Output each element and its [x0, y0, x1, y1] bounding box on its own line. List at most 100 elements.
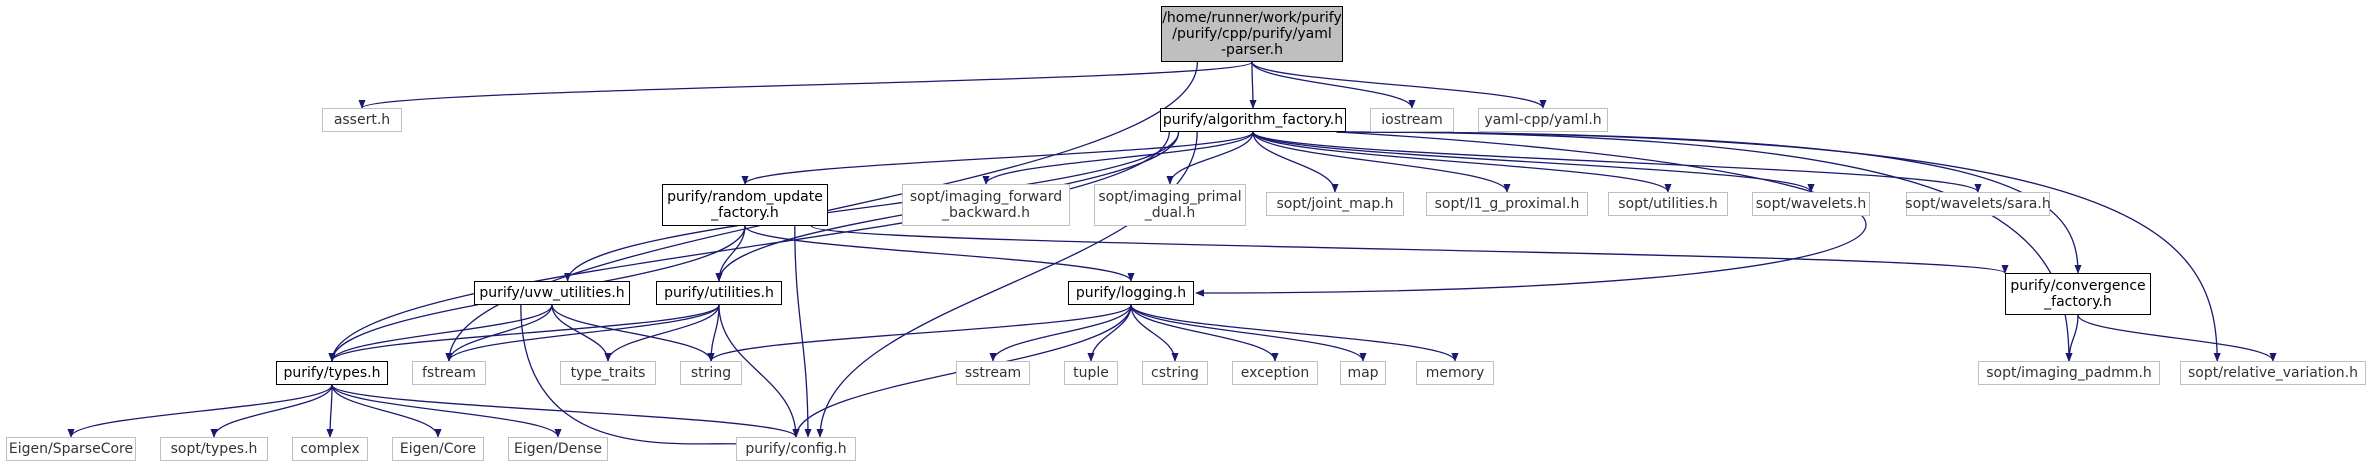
edge-algorithm-factory-to-logging	[1195, 131, 1867, 297]
edge-root-to-assert	[358, 61, 1253, 109]
node-random-update-factory[interactable]: purify/random_update _factory.h	[662, 184, 828, 226]
complex-label: complex	[300, 441, 360, 457]
eigen-dense-label: Eigen/Dense	[514, 441, 602, 457]
edge-root-to-iostream	[1251, 61, 1416, 109]
edge-algorithm-factory-to-sara	[1252, 131, 1982, 193]
edge-algorithm-factory-to-types	[328, 131, 1170, 362]
string-label: string	[690, 365, 732, 381]
edge-random-update-to-logging	[744, 225, 1135, 282]
node-joint-map: sopt/joint_map.h	[1266, 192, 1404, 216]
node-purify-logging[interactable]: purify/logging.h	[1068, 281, 1194, 305]
tuple-label: tuple	[1073, 365, 1109, 381]
edge-types-to-sopt-types	[210, 384, 333, 438]
imaging-pd-line-1: sopt/imaging_primal	[1098, 189, 1242, 205]
edge-types-to-complex	[326, 384, 334, 438]
l1-prox-label: sopt/l1_g_proximal.h	[1434, 196, 1580, 212]
node-sstream: sstream	[956, 361, 1030, 385]
wavelets-label: sopt/wavelets.h	[1755, 196, 1867, 212]
node-eigen-dense: Eigen/Dense	[508, 437, 608, 461]
convergence-line-1: purify/convergence	[2010, 278, 2146, 294]
node-iostream: iostream	[1370, 108, 1454, 132]
dependency-edges	[67, 61, 2277, 448]
edge-logging-to-map	[1130, 304, 1367, 362]
edge-types-to-config	[331, 384, 800, 438]
iostream-label: iostream	[1381, 112, 1443, 128]
edge-purify-utilities-to-fstream	[445, 304, 720, 362]
node-uvw-utilities[interactable]: purify/uvw_utilities.h	[474, 281, 630, 305]
node-sopt-wavelets: sopt/wavelets.h	[1752, 192, 1870, 216]
node-tuple: tuple	[1064, 361, 1118, 385]
edge-uvw-utilities-to-fstream	[445, 304, 553, 362]
edge-purify-utilities-to-type-traits	[604, 304, 720, 362]
node-purify-utilities[interactable]: purify/utilities.h	[656, 281, 782, 305]
imaging-fb-line-2: _backward.h	[941, 205, 1031, 221]
edge-algorithm-factory-to-wavelets	[1252, 131, 1815, 193]
node-sopt-wavelets-sara: sopt/wavelets/sara.h	[1905, 192, 2051, 216]
eigen-core-label: Eigen/Core	[399, 441, 477, 457]
logging-label: purify/logging.h	[1075, 285, 1187, 301]
node-sopt-utilities: sopt/utilities.h	[1608, 192, 1728, 216]
node-string: string	[680, 361, 742, 385]
node-convergence-factory[interactable]: purify/convergence _factory.h	[2005, 273, 2151, 315]
config-label: purify/config.h	[745, 441, 847, 457]
edge-types-to-eigen-dense	[331, 384, 562, 438]
node-purify-types[interactable]: purify/types.h	[276, 361, 388, 385]
edge-algorithm-factory-to-random-update	[741, 131, 1254, 185]
node-root-yaml-parser[interactable]: /home/runner/work/purify /purify/cpp/pur…	[1161, 6, 1343, 62]
node-imaging-padmm: sopt/imaging_padmm.h	[1978, 361, 2160, 385]
node-type-traits: type_traits	[560, 361, 656, 385]
node-yaml-cpp: yaml-cpp/yaml.h	[1478, 108, 1608, 132]
root-line-2: /purify/cpp/purify/yaml	[1172, 26, 1332, 42]
root-line-3: -parser.h	[1221, 42, 1283, 58]
node-sopt-types: sopt/types.h	[160, 437, 268, 461]
edge-logging-to-sstream	[989, 304, 1132, 362]
node-relative-variation: sopt/relative_variation.h	[2180, 361, 2366, 385]
node-assert-h: assert.h	[322, 108, 402, 132]
algorithm-factory-label: purify/algorithm_factory.h	[1162, 112, 1344, 128]
random-update-line-1: purify/random_update	[667, 189, 823, 205]
node-complex: complex	[292, 437, 368, 461]
edge-random-update-to-config	[794, 225, 812, 438]
joint-map-label: sopt/joint_map.h	[1276, 196, 1394, 212]
node-algorithm-factory[interactable]: purify/algorithm_factory.h	[1160, 108, 1346, 132]
node-exception: exception	[1232, 361, 1318, 385]
edge-algorithm-factory-to-uvw-utilities	[564, 131, 1180, 282]
root-line-1: /home/runner/work/purify	[1162, 10, 1342, 26]
uvw-utilities-label: purify/uvw_utilities.h	[479, 285, 625, 301]
sara-label: sopt/wavelets/sara.h	[1905, 196, 2051, 212]
relative-variation-label: sopt/relative_variation.h	[2188, 365, 2358, 381]
edge-root-to-algorithm-factory	[1249, 61, 1257, 109]
edge-purify-utilities-to-types	[328, 304, 720, 362]
edge-purify-utilities-to-config	[718, 304, 800, 438]
edge-uvw-utilities-to-string	[551, 304, 715, 362]
cstring-label: cstring	[1151, 365, 1199, 381]
imaging-fb-line-1: sopt/imaging_forward	[909, 189, 1063, 205]
edge-algorithm-factory-to-l1-prox	[1252, 131, 1511, 193]
edge-convergence-to-relative-variation	[2077, 314, 2277, 362]
exception-label: exception	[1240, 365, 1310, 381]
convergence-line-2: _factory.h	[2044, 294, 2112, 310]
edge-algorithm-factory-to-sopt-utilities	[1252, 131, 1672, 193]
node-map: map	[1340, 361, 1386, 385]
edge-types-to-eigen-core	[331, 384, 442, 438]
node-fstream: fstream	[412, 361, 486, 385]
node-memory: memory	[1416, 361, 1494, 385]
edge-types-to-sparse-core	[67, 384, 333, 438]
edge-algorithm-factory-to-joint-map	[1252, 131, 1339, 193]
imaging-padmm-label: sopt/imaging_padmm.h	[1986, 365, 2152, 381]
edge-random-update-to-purify-utilities	[715, 225, 746, 282]
edge-uvw-utilities-to-types	[328, 304, 553, 362]
type-traits-label: type_traits	[570, 365, 646, 381]
assert-label: assert.h	[333, 112, 391, 128]
sopt-types-label: sopt/types.h	[170, 441, 258, 457]
yaml-cpp-label: yaml-cpp/yaml.h	[1484, 112, 1602, 128]
node-imaging-forward-backward: sopt/imaging_forward _backward.h	[902, 184, 1070, 226]
edge-algorithm-factory-to-imaging-pd	[1166, 131, 1254, 185]
node-eigen-sparsecore: Eigen/SparseCore	[6, 437, 136, 461]
node-cstring: cstring	[1142, 361, 1208, 385]
map-label: map	[1347, 365, 1379, 381]
edge-algorithm-factory-to-imaging-fb	[982, 131, 1254, 185]
edge-logging-to-cstring	[1130, 304, 1179, 362]
edge-convergence-to-imaging-padmm	[2065, 314, 2079, 362]
